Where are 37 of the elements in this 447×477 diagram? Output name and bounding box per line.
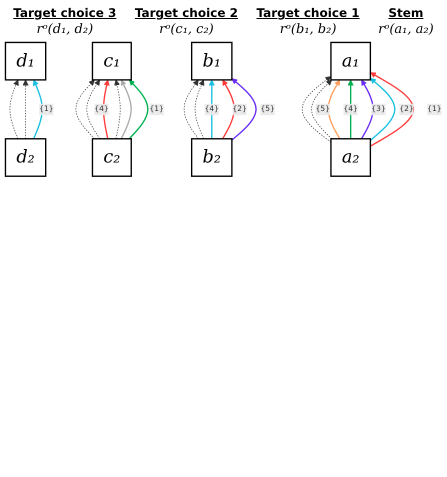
arrow — [120, 80, 132, 140]
node-box: c₂ — [92, 138, 132, 177]
panel-heading: Target choice 2 — [134, 6, 238, 20]
arrow — [76, 80, 95, 140]
arrow — [10, 80, 19, 140]
arrow — [348, 80, 354, 139]
node-box: b₂ — [190, 138, 233, 177]
arrow — [86, 80, 100, 140]
arrow — [360, 80, 374, 140]
arrow — [208, 80, 215, 139]
arrow — [102, 80, 110, 139]
node-box: d₁ — [4, 42, 46, 81]
relation-label: rᵒ(a₁, a₂) — [378, 22, 434, 37]
panel-heading: Stem — [388, 6, 424, 20]
relation-label: rᵒ(c₁, c₂) — [159, 22, 214, 37]
arrow — [311, 80, 332, 140]
arrow — [370, 72, 414, 147]
relation-label: rᵒ(d₁, d₂) — [36, 22, 94, 37]
arrow — [370, 78, 396, 141]
node-box: a₂ — [330, 138, 372, 177]
arrow — [222, 80, 235, 140]
node-box: d₂ — [4, 138, 46, 177]
arrow — [33, 80, 43, 140]
panel-heading: Target choice 1 — [256, 6, 360, 20]
arrow — [184, 80, 199, 140]
arrow — [302, 76, 332, 143]
arrow — [231, 78, 257, 141]
arrow — [328, 80, 340, 140]
node-box: b₁ — [190, 42, 233, 81]
arrow — [114, 80, 121, 140]
arrow — [128, 80, 148, 140]
relation-label: rᵒ(b₁, b₂) — [280, 22, 336, 37]
arrow — [22, 80, 29, 140]
node-box: a₁ — [330, 42, 372, 81]
arrow — [194, 80, 204, 140]
panel-heading: Target choice 3 — [13, 6, 116, 20]
node-box: c₁ — [92, 42, 132, 81]
